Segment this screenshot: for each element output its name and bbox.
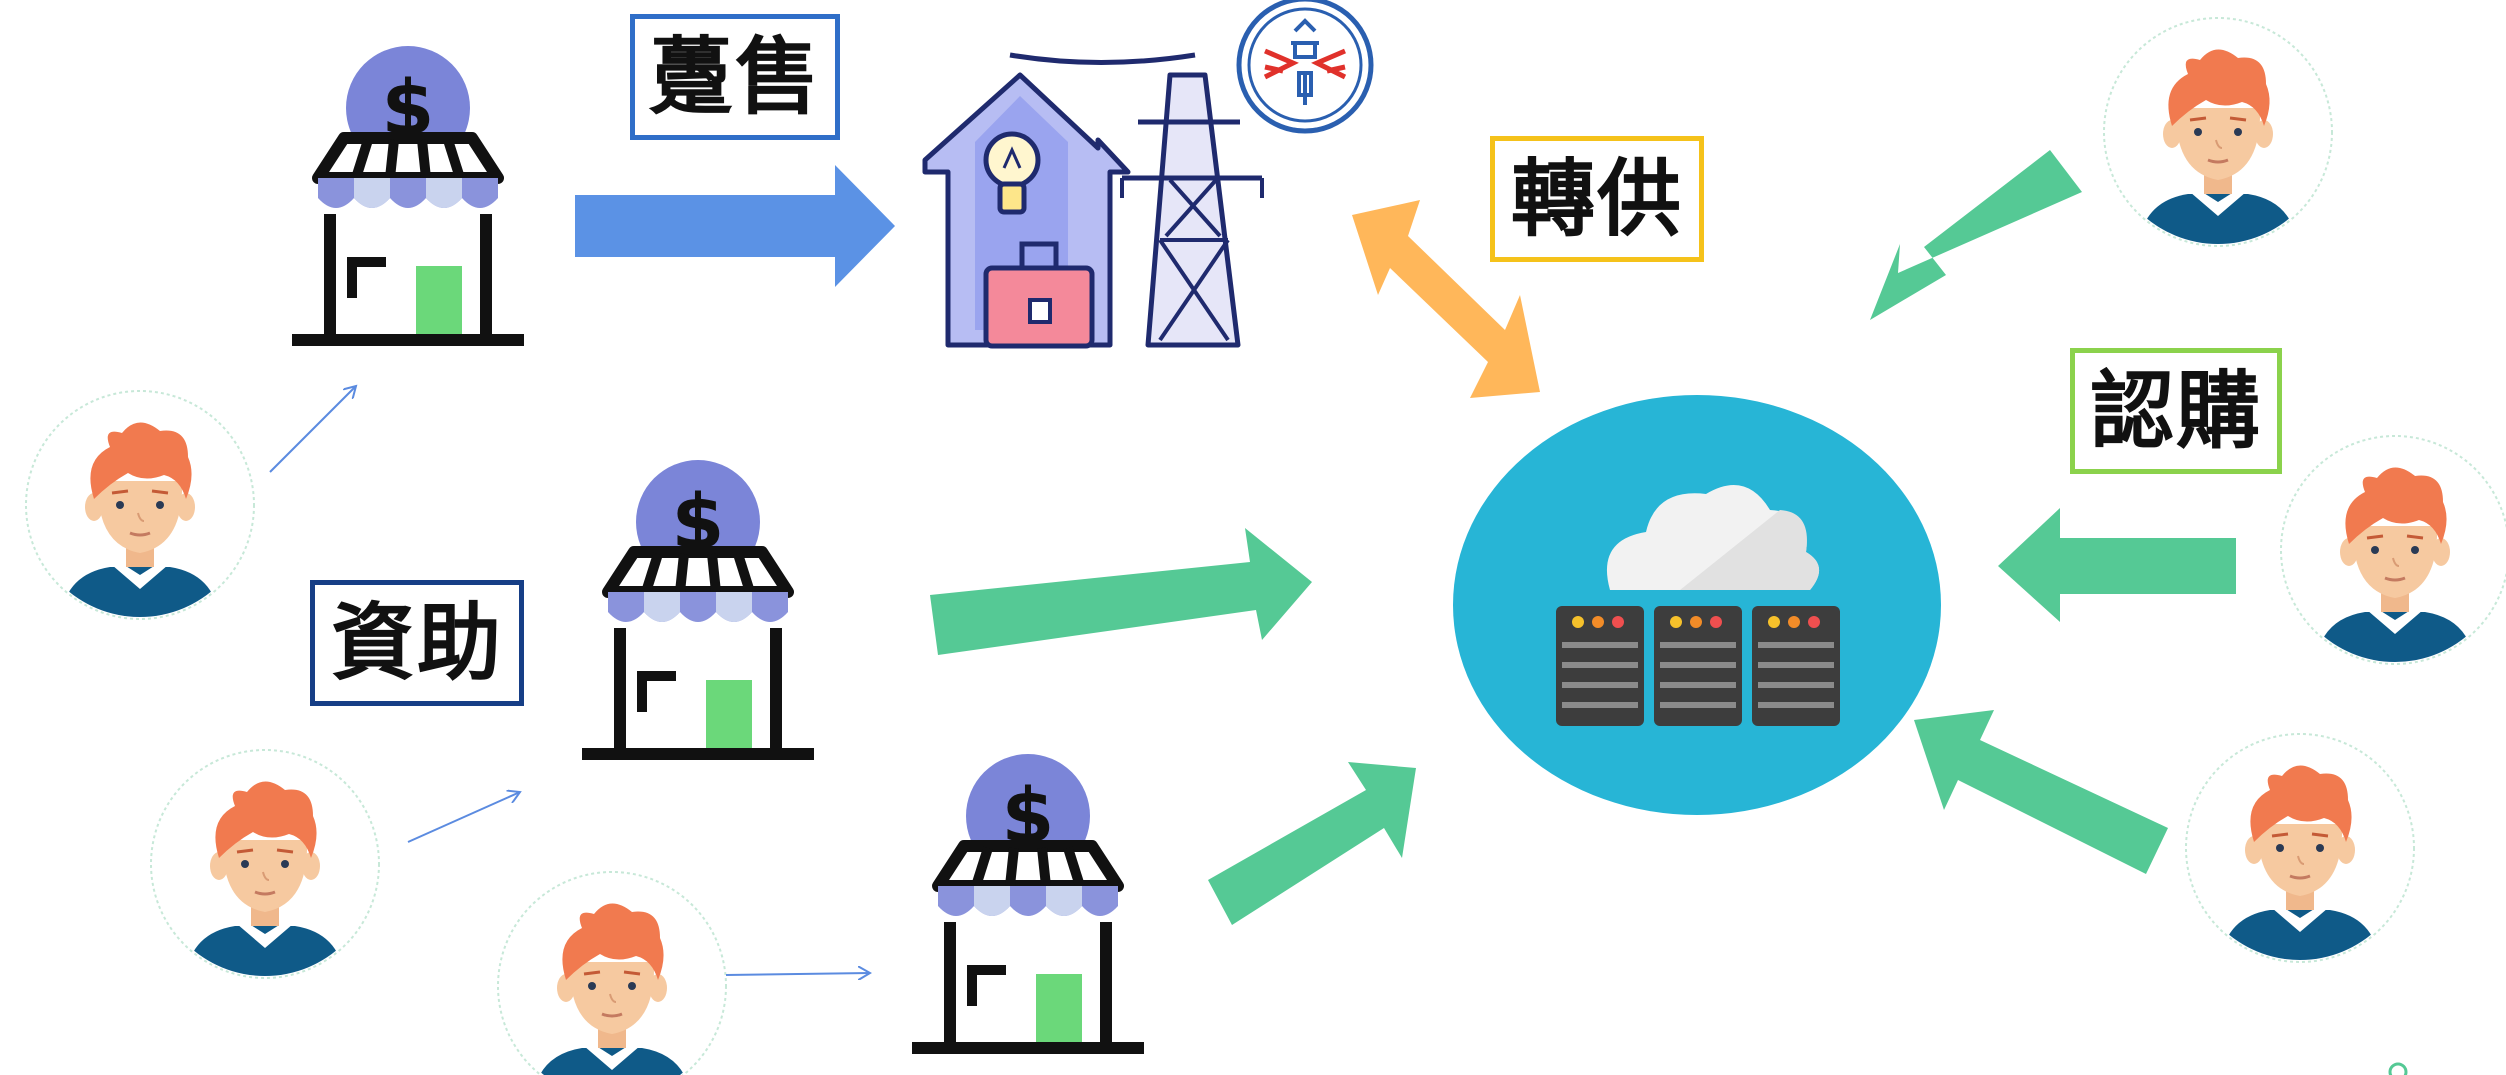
taipower-logo-icon (1236, 0, 1374, 134)
label-buy: 認購 (2070, 348, 2282, 474)
person-avatar-icon-left-2 (151, 750, 379, 989)
thin-arrow-left-1 (269, 386, 356, 473)
thin-arrow-left-3 (725, 973, 870, 975)
thin-arrow-left-2 (407, 792, 520, 843)
fund-arrow-bottom (1208, 762, 1416, 925)
buy-arrow-right-3 (1914, 710, 2168, 874)
person-avatar-icon-left-1 (26, 391, 254, 630)
cloud-server-icon (1453, 395, 1941, 815)
sell-arrow (575, 165, 895, 287)
shop-icon-bottom (912, 754, 1144, 1048)
label-fund: 資助 (310, 580, 524, 706)
buy-arrow-right-1 (1870, 150, 2082, 320)
label-sell: 躉售 (630, 14, 840, 140)
person-avatar-icon-right-2 (2281, 436, 2506, 675)
person-avatar-icon-left-3 (498, 872, 726, 1075)
fund-arrow-middle (930, 528, 1312, 655)
person-avatar-icon-right-3 (2186, 734, 2414, 973)
buy-arrow-right-2 (1998, 508, 2236, 622)
label-wheel: 轉供 (1490, 136, 1704, 262)
shop-icon-top (292, 46, 524, 340)
house-and-power-tower-icon (922, 52, 1264, 349)
person-avatar-icon-right-1 (2104, 18, 2332, 257)
shop-icon-middle (582, 460, 814, 754)
wheel-arrow (1352, 200, 1540, 398)
corner-mark (2388, 1062, 2408, 1075)
